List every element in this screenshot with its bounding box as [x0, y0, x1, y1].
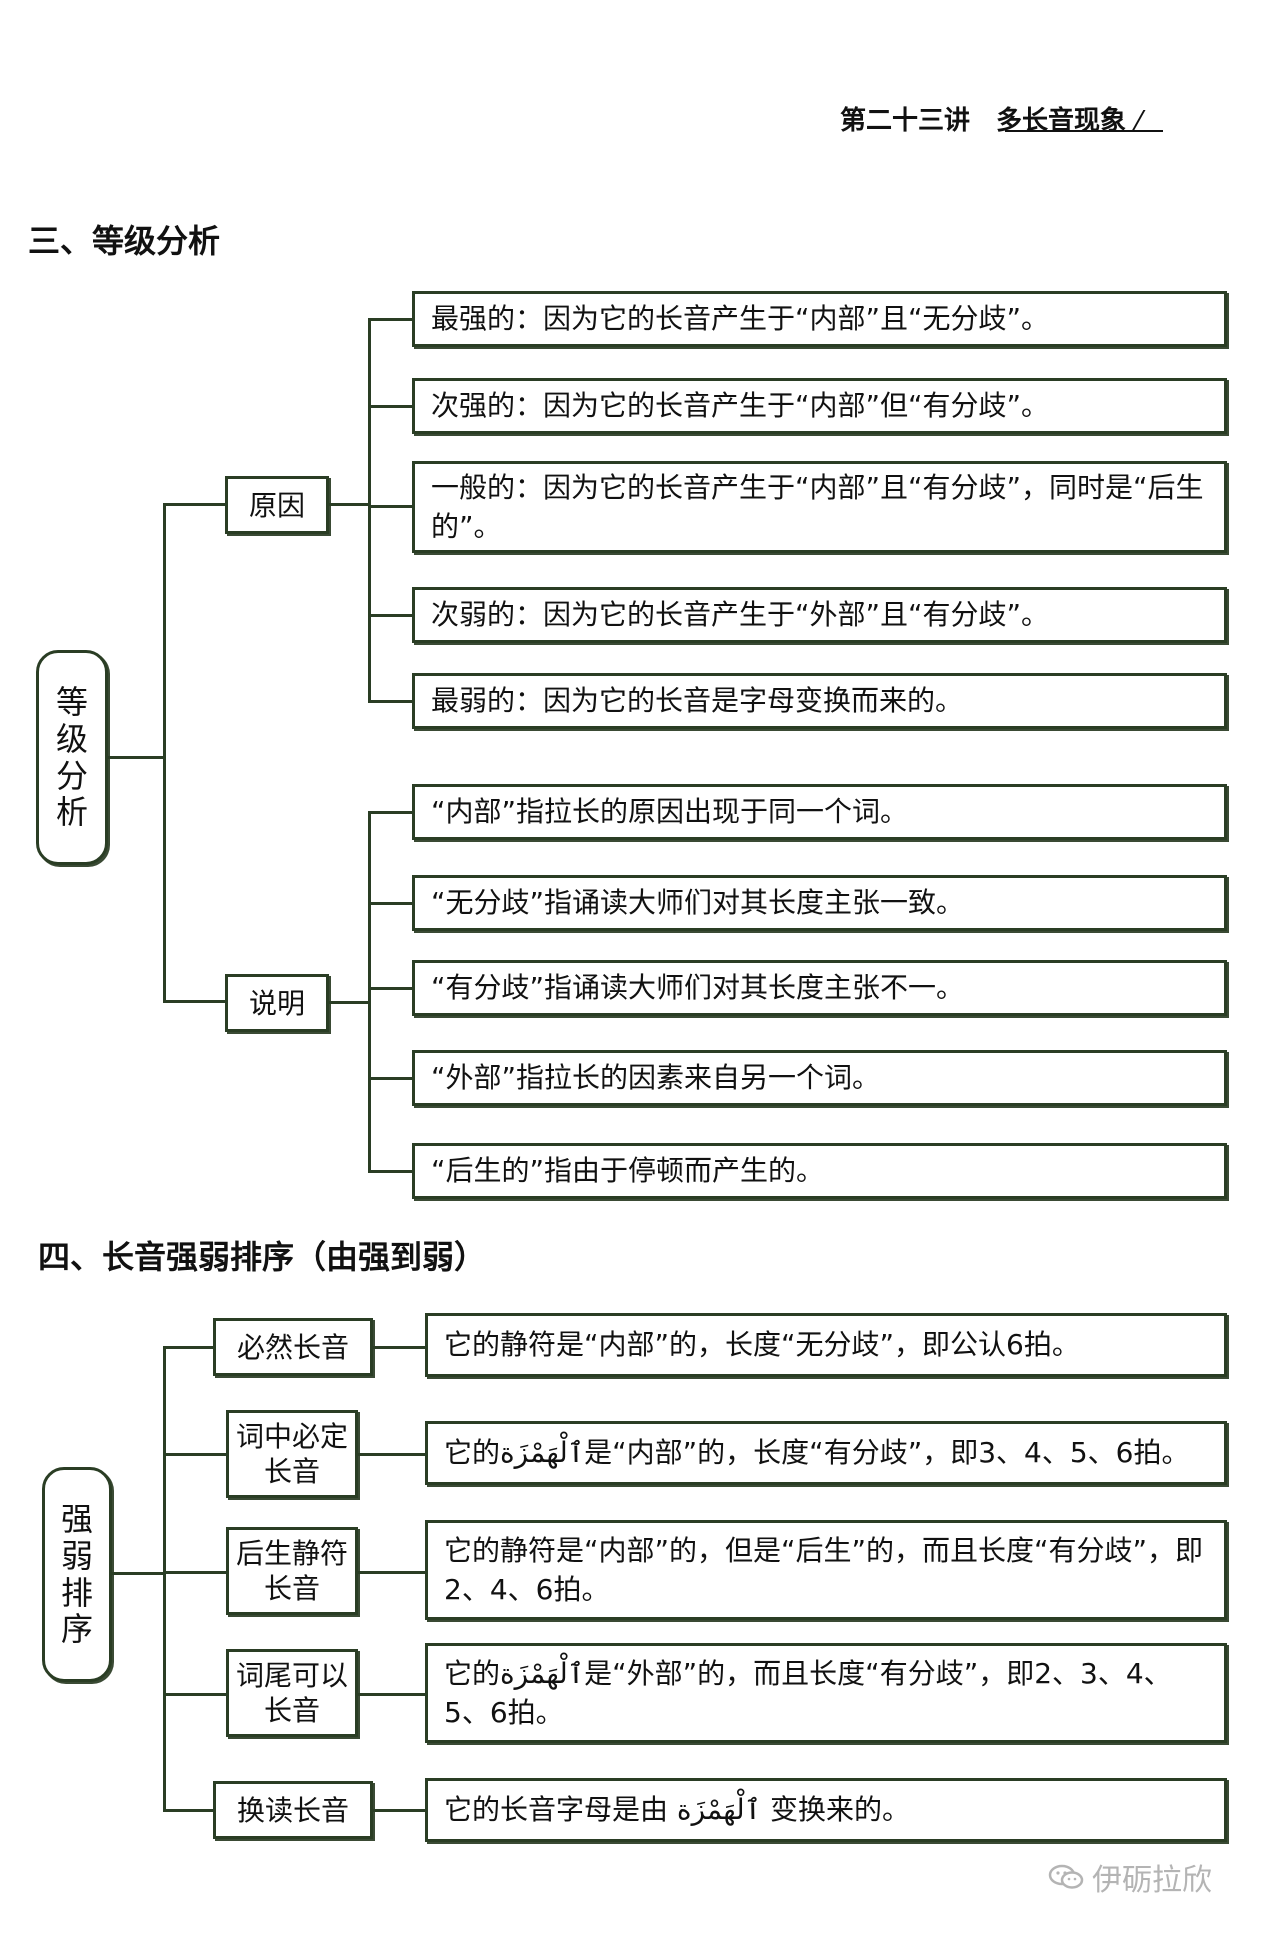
connector: [368, 902, 412, 905]
connector: [368, 811, 371, 1173]
reason-item: 最强的：因为它的长音产生于“内部”且“无分歧”。: [412, 291, 1227, 347]
connector: [163, 503, 166, 1003]
connector: [368, 987, 412, 990]
explanation-label: 说明: [225, 974, 329, 1032]
reason-item: 次强的：因为它的长音产生于“内部”但“有分歧”。: [412, 378, 1227, 434]
reason-item: 最弱的：因为它的长音是字母变换而来的。: [412, 673, 1227, 729]
wechat-icon: [1048, 1864, 1084, 1889]
connector: [329, 503, 371, 506]
reason-item: 次弱的：因为它的长音产生于“外部”且“有分歧”。: [412, 587, 1227, 643]
connector: [368, 1077, 412, 1080]
category-label: 必然长音: [213, 1318, 373, 1376]
strength-order-root: 强弱排序: [42, 1467, 112, 1682]
connector: [112, 1572, 166, 1575]
page-header: 第二十三讲多长音现象/: [840, 100, 1170, 136]
connector: [163, 1000, 225, 1003]
category-description: 它的ٱلْهَمْزَة是“内部”的，长度“有分歧”，即3、4、5、6拍。: [425, 1421, 1227, 1485]
explanation-item: “后生的”指由于停顿而产生的。: [412, 1143, 1227, 1199]
connector: [358, 1571, 425, 1574]
category-description: 它的静符是“内部”的，但是“后生”的，而且长度“有分歧”，即2、4、6拍。: [425, 1520, 1227, 1620]
connector: [368, 700, 412, 703]
connector: [368, 1170, 412, 1173]
connector: [368, 318, 412, 321]
explanation-item: “有分歧”指诵读大师们对其长度主张不一。: [412, 960, 1227, 1016]
connector: [163, 1453, 226, 1456]
category-label: 词中必定长音: [226, 1410, 358, 1498]
connector: [368, 405, 412, 408]
grade-analysis-root: 等级分析: [36, 650, 108, 865]
section-4-title: 四、长音强弱排序（由强到弱）: [38, 1238, 487, 1276]
category-label: 词尾可以长音: [226, 1649, 358, 1737]
connector: [373, 1346, 425, 1349]
connector: [108, 756, 166, 759]
explanation-item: “内部”指拉长的原因出现于同一个词。: [412, 784, 1227, 840]
watermark-text: 伊砺拉欣: [1092, 1863, 1212, 1898]
connector: [163, 1346, 213, 1349]
category-description: 它的ٱلْهَمْزَة是“外部”的，而且长度“有分歧”，即2、3、4、5、6拍…: [425, 1643, 1227, 1743]
reason-label: 原因: [225, 476, 329, 534]
connector: [329, 1001, 371, 1004]
connector: [163, 1571, 226, 1574]
category-description: 它的长音字母是由 ٱلْهَمْزَة 变换来的。: [425, 1778, 1227, 1842]
lecture-number: 第二十三讲: [840, 106, 971, 136]
connector: [163, 1809, 213, 1812]
connector: [368, 318, 371, 703]
category-label: 后生静符长音: [226, 1527, 358, 1615]
header-underline: [1005, 130, 1163, 132]
category-description: 它的静符是“内部”的，长度“无分歧”，即公认6拍。: [425, 1313, 1227, 1377]
connector: [368, 505, 412, 508]
explanation-item: “无分歧”指诵读大师们对其长度主张一致。: [412, 875, 1227, 931]
connector: [163, 1693, 226, 1696]
connector: [358, 1453, 425, 1456]
connector: [373, 1809, 425, 1812]
connector: [358, 1693, 425, 1696]
explanation-item: “外部”指拉长的因素来自另一个词。: [412, 1050, 1227, 1106]
reason-item: 一般的：因为它的长音产生于“内部”且“有分歧”，同时是“后生的”。: [412, 461, 1227, 553]
connector: [368, 811, 412, 814]
connector: [368, 614, 412, 617]
connector: [163, 1346, 166, 1812]
category-label: 换读长音: [213, 1781, 373, 1839]
watermark: 伊砺拉欣: [1048, 1854, 1268, 1900]
section-3-title: 三、等级分析: [28, 222, 221, 260]
connector: [163, 503, 225, 506]
